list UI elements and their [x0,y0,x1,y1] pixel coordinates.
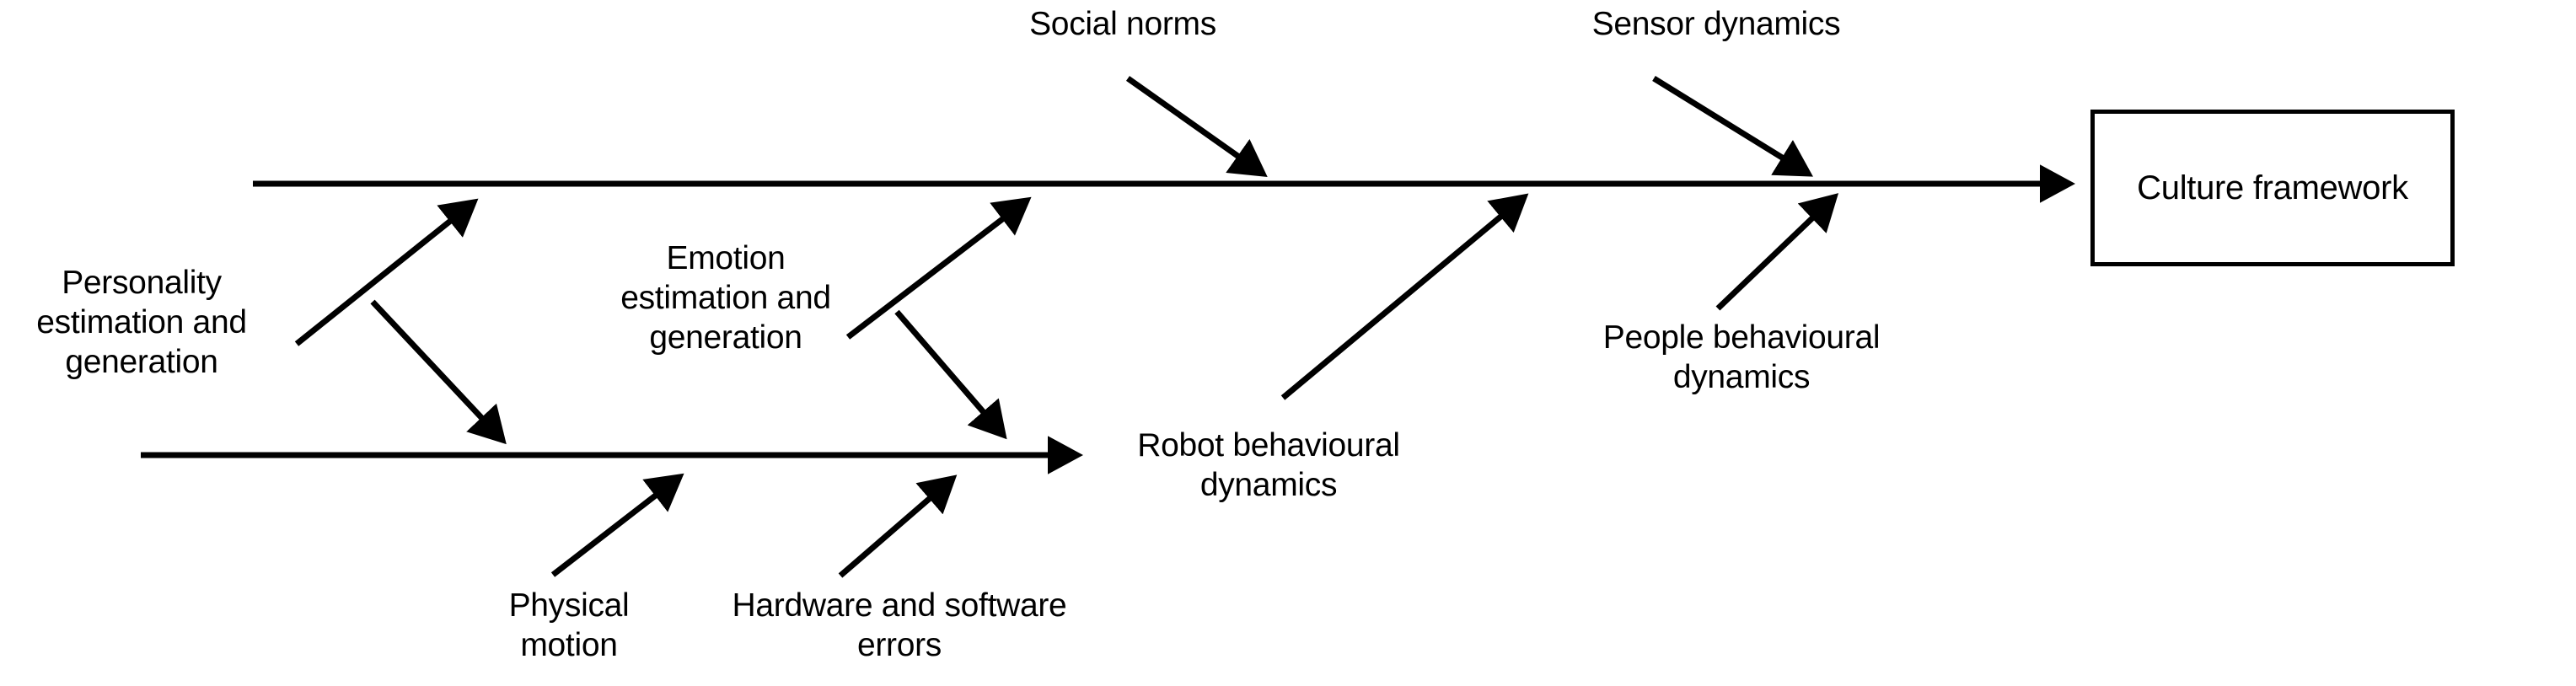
cause-label-robot-behavioural-dynamics: Robot behavioural dynamics [1137,427,1400,503]
personality-to-lower-spine-arrow [370,299,507,445]
emotion-to-lower-spine-arrow [894,309,1007,440]
hardware-errors-to-lower-spine-arrow [838,474,958,578]
cause-label-physical-motion: Physical motion [508,587,630,663]
emotion-to-upper-spine-arrow [845,196,1032,340]
effect-box-label: Culture framework [2137,169,2408,206]
physical-motion-to-lower-spine-arrow [550,473,684,577]
people-dynamics-to-upper-spine-arrow [1715,193,1839,311]
cause-label-social-norms: Social norms [1029,6,1216,42]
cause-label-people-behavioural-dynamics: People behavioural dynamics [1602,319,1881,395]
robot-dynamics-to-upper-spine-arrow [1280,193,1529,400]
personality-to-upper-spine-arrow [294,198,479,346]
cause-label-personality: Personality estimation and generation [36,265,247,380]
cause-label-emotion: Emotion estimation and generation [620,240,831,356]
effect-box-culture-framework: Culture framework [2090,110,2455,266]
social-norms-to-upper-spine-arrow [1125,76,1268,178]
cause-label-sensor-dynamics: Sensor dynamics [1591,6,1841,42]
sensor-dynamics-to-upper-spine-arrow [1652,76,1813,177]
cause-label-hardware-software-errors: Hardware and software errors [732,587,1067,663]
